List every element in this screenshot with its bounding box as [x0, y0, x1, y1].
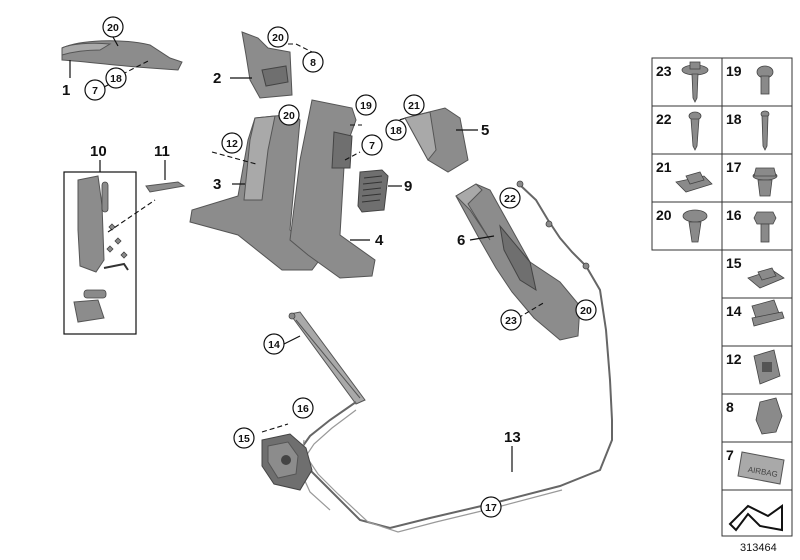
- callout-19-text: 19: [360, 100, 372, 112]
- label-3: 3: [213, 176, 221, 193]
- trim-clip-icon: [751, 299, 785, 327]
- label-5: 5: [481, 122, 489, 139]
- callout-20-p3-text: 20: [283, 110, 295, 122]
- part-9-vent-grille: [357, 169, 389, 213]
- callout-18-top: 18: [105, 67, 127, 89]
- callout-15-text: 15: [238, 433, 250, 445]
- label-4: 4: [375, 232, 384, 249]
- callout-21-text: 21: [408, 100, 420, 112]
- bolt-icon: [756, 65, 774, 95]
- label-1: 1: [62, 82, 70, 99]
- callout-17-text: 17: [485, 502, 497, 514]
- table-label-21: 21: [656, 159, 672, 175]
- table-label-19: 19: [726, 63, 742, 79]
- callout-20-top-text: 20: [107, 22, 119, 34]
- callout-21: 21: [403, 94, 425, 116]
- callout-7-mid: 7: [361, 134, 383, 156]
- callout-8: 8: [302, 51, 324, 73]
- part-wiring-harness: [516, 180, 613, 421]
- table-label-16: 16: [726, 207, 742, 223]
- callout-20-p6-text: 20: [580, 305, 592, 317]
- part-11-bracket: [145, 181, 186, 193]
- part-5-trim-piece: [404, 107, 469, 173]
- label-6: 6: [457, 232, 465, 249]
- assembly-arrow-icon: [728, 504, 783, 532]
- callout-14: 14: [263, 333, 285, 355]
- callout-7-mid-text: 7: [369, 140, 375, 152]
- parts-table: 23 22 21 20 19 18 17 16 15 14 12 8 7: [651, 57, 793, 537]
- label-2: 2: [213, 70, 221, 87]
- label-10: 10: [90, 143, 107, 160]
- callout-12-text: 12: [226, 138, 238, 150]
- part-10-group-box: [63, 160, 137, 335]
- callout-18-mid: 18: [385, 119, 407, 141]
- tapping-screw-icon: [688, 111, 702, 151]
- airbag-badge-icon: AIRBAG: [737, 451, 785, 485]
- document-number: 313464: [740, 542, 777, 554]
- part-2-upper-pillar-cover: [241, 31, 293, 99]
- push-rivet-icon: [682, 209, 708, 243]
- hex-bolt-icon: [753, 211, 777, 243]
- small-clip-icon: [755, 397, 783, 435]
- callout-8-text: 8: [310, 57, 316, 69]
- screw-washer-icon: [681, 61, 709, 103]
- callout-16-text: 16: [297, 403, 309, 415]
- callout-23-diagram: 23: [500, 309, 522, 331]
- callout-20-top: 20: [102, 16, 124, 38]
- callout-22-text: 22: [504, 193, 516, 205]
- part-13-release-cable: [298, 401, 613, 533]
- callout-7-top: 7: [84, 79, 106, 101]
- callout-14-text: 14: [268, 339, 280, 351]
- part-3-b-pillar-lower: [189, 113, 319, 271]
- callout-20-p6: 20: [575, 299, 597, 321]
- table-label-8: 8: [726, 399, 734, 415]
- clip-nut-icon: [675, 171, 713, 193]
- callout-19: 19: [355, 94, 377, 116]
- callout-23-text: 23: [505, 315, 517, 327]
- expanding-clip-icon: [752, 167, 778, 197]
- callout-16: 16: [292, 397, 314, 419]
- long-screw-icon: [760, 110, 770, 151]
- callout-17: 17: [480, 496, 502, 518]
- table-label-15: 15: [726, 255, 742, 271]
- part-14-height-adjuster-rail: [288, 311, 366, 405]
- callout-7-top-text: 7: [92, 85, 98, 97]
- table-label-12: 12: [726, 351, 742, 367]
- table-label-7: 7: [726, 447, 734, 463]
- callout-18-top-text: 18: [110, 73, 122, 85]
- callout-12: 12: [221, 132, 243, 154]
- table-label-17: 17: [726, 159, 742, 175]
- table-label-22: 22: [656, 111, 672, 127]
- label-11: 11: [154, 143, 170, 160]
- callout-20-p2: 20: [267, 26, 289, 48]
- callout-15: 15: [233, 427, 255, 449]
- label-9: 9: [404, 178, 412, 195]
- clip-block-icon: [753, 349, 781, 385]
- table-label-23: 23: [656, 63, 672, 79]
- table-label-20: 20: [656, 207, 672, 223]
- callout-20-p3: 20: [278, 104, 300, 126]
- table-label-14: 14: [726, 303, 742, 319]
- part-6-long-cover: [455, 183, 581, 341]
- callout-18-mid-text: 18: [390, 125, 402, 137]
- label-13: 13: [504, 429, 521, 446]
- callout-22: 22: [499, 187, 521, 209]
- part-seat-lever-housing: [261, 433, 313, 491]
- part-1-trim-cover: [61, 40, 183, 71]
- table-label-18: 18: [726, 111, 742, 127]
- spring-nut-icon: [747, 267, 785, 289]
- callout-20-p2-text: 20: [272, 32, 284, 44]
